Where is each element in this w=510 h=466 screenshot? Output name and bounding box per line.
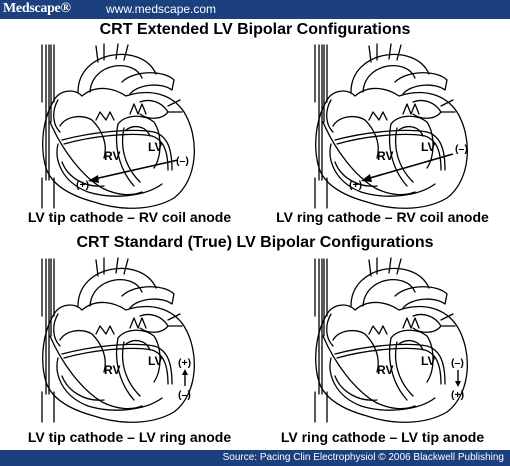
vector-arrow <box>89 159 179 181</box>
caption-lv-ring-lv-tip: LV ring cathode – LV tip anode <box>280 429 485 445</box>
lv-chamber-label: LV <box>421 354 435 368</box>
heart-diagram-lv-tip-lv-ring: RV LV (+) (–) <box>22 254 222 424</box>
heart-diagram-lv-tip-rv-coil: RV LV (–) (+) <box>22 40 222 210</box>
lv-chamber-label: LV <box>421 140 435 154</box>
cathode-polarity-label: (–) <box>176 155 189 167</box>
caption-lv-ring-rv-coil: LV ring cathode – RV coil anode <box>276 209 489 225</box>
lv-chamber-label: LV <box>148 354 162 368</box>
caption-lv-tip-lv-ring: LV tip cathode – LV ring anode <box>27 429 232 445</box>
arrow-head <box>182 369 188 375</box>
footer-bar: Source: Pacing Clin Electrophysiol © 200… <box>0 450 510 466</box>
anode-polarity-label: (+) <box>178 357 191 369</box>
medscape-logo: Medscape® <box>3 1 71 16</box>
anode-polarity-label: (+) <box>76 179 89 191</box>
arrow-head <box>361 174 372 182</box>
rv-chamber-label: RV <box>377 363 393 377</box>
extended-configurations-heading: CRT Extended LV Bipolar Configurations <box>99 21 411 38</box>
caption-lv-tip-rv-coil: LV tip cathode – RV coil anode <box>27 209 232 225</box>
heart-diagram-lv-ring-rv-coil: RV LV (–) (+) <box>295 40 495 210</box>
arrow-head <box>455 381 461 387</box>
lv-chamber-label: LV <box>148 140 162 154</box>
header-bar: Medscape® www.medscape.com <box>0 0 510 19</box>
cathode-polarity-label: (–) <box>451 357 464 369</box>
cathode-polarity-label: (–) <box>178 389 191 401</box>
cathode-polarity-label: (–) <box>455 143 468 155</box>
site-url[interactable]: www.medscape.com <box>106 2 217 16</box>
arrow-head <box>88 175 99 183</box>
source-citation: Source: Pacing Clin Electrophysiol © 200… <box>222 452 504 463</box>
heart-diagram-lv-ring-lv-tip: RV LV (–) (+) <box>295 254 495 424</box>
rv-chamber-label: RV <box>377 149 393 163</box>
standard-configurations-heading: CRT Standard (True) LV Bipolar Configura… <box>76 234 434 251</box>
vector-arrow <box>362 153 454 181</box>
anode-polarity-label: (+) <box>349 179 362 191</box>
rv-chamber-label: RV <box>104 363 120 377</box>
rv-chamber-label: RV <box>104 149 120 163</box>
anode-polarity-label: (+) <box>451 389 464 401</box>
